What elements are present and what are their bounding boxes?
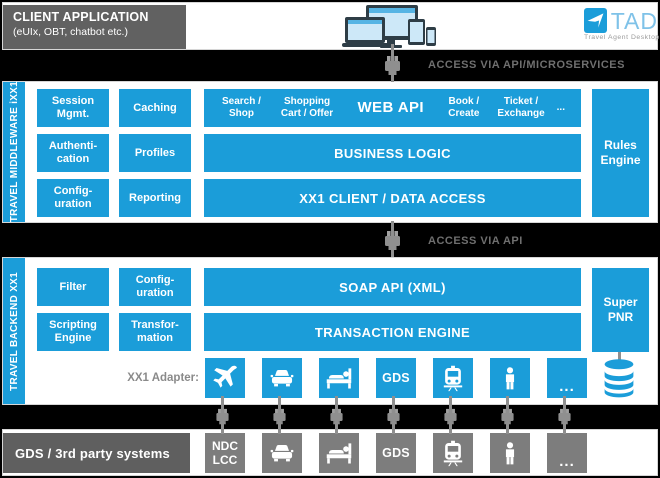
gds-third-party-title: GDS / 3rd party systems — [3, 433, 190, 473]
travel-middleware-layer: TRAVEL MIDDLEWARE iXX1 Session Mgmt. Cac… — [2, 81, 658, 223]
adapter-hotel — [319, 358, 359, 398]
pnr-db-connector-line — [618, 352, 621, 360]
devices-icon — [342, 5, 436, 48]
transformation-box: Transfor- mation — [119, 313, 191, 351]
plug-connector-icon — [558, 406, 571, 428]
xx1-adapter-label: XX1 Adapter: — [127, 372, 199, 384]
train-icon — [443, 365, 463, 392]
web-api-ellipsis: ... — [556, 101, 565, 113]
scripting-engine-box: Scripting Engine — [37, 313, 109, 351]
plane-icon — [213, 365, 237, 388]
car-icon — [270, 444, 294, 462]
filter-box: Filter — [37, 268, 109, 306]
tad-logo-text: TAD — [610, 7, 658, 34]
backend-sidebar: TRAVEL BACKEND XX1 — [3, 258, 25, 404]
soap-api-box: SOAP API (XML) — [204, 268, 581, 306]
system-gds-label: GDS — [382, 446, 410, 460]
system-hotel — [319, 433, 359, 473]
adapter-plane — [205, 358, 245, 398]
adapter-passenger — [490, 358, 530, 398]
bed-icon — [326, 443, 352, 464]
system-rail — [433, 433, 473, 473]
authentication-box: Authenti- cation — [37, 134, 109, 172]
plug-connector-icon — [216, 406, 229, 428]
system-ellipsis-label: ... — [559, 453, 575, 470]
client-application-layer: CLIENT APPLICATION (eUIx, OBT, chatbot e… — [2, 2, 660, 50]
system-passenger — [490, 433, 530, 473]
adapter-car — [262, 358, 302, 398]
plug-connector-icon — [385, 228, 400, 254]
access-api-label: ACCESS VIA API — [428, 235, 523, 247]
adapter-ellipsis-label: ... — [559, 378, 575, 395]
backend-configuration-box: Config- uration — [119, 268, 191, 306]
session-mgmt-box: Session Mgmt. — [37, 89, 109, 127]
ndc-lcc-label: NDC LCC — [212, 439, 238, 467]
configuration-box: Config- uration — [37, 179, 109, 217]
web-api-title: WEB API — [357, 98, 424, 116]
access-api-microservices-label: ACCESS VIA API/MICROSERVICES — [428, 59, 625, 71]
rules-engine-box: Rules Engine — [592, 89, 649, 217]
adapter-more: ... — [547, 358, 587, 398]
tad-logo: TAD Travel Agent Desktop — [584, 7, 660, 41]
client-application-subtitle: (eUIx, OBT, chatbot etc.) — [13, 26, 128, 38]
web-api-book-create: Book / Create — [448, 95, 480, 120]
adapter-gds: GDS — [376, 358, 416, 398]
reporting-box: Reporting — [119, 179, 191, 217]
web-api-shopping-cart: Shopping Cart / Offer — [280, 95, 334, 120]
adapter-gds-label: GDS — [382, 371, 410, 385]
web-api-ticket-exchange: Ticket / Exchange — [497, 95, 545, 120]
adapter-rail — [433, 358, 473, 398]
backend-sidebar-label: TRAVEL BACKEND XX1 — [8, 271, 20, 391]
caching-box: Caching — [119, 89, 191, 127]
system-gds: GDS — [376, 433, 416, 473]
transaction-engine-box: TRANSACTION ENGINE — [204, 313, 581, 351]
system-ndc-lcc: NDC LCC — [205, 433, 245, 473]
plug-connector-icon — [385, 53, 400, 79]
plug-connector-icon — [387, 406, 400, 428]
xx1-client-data-access-box: XX1 CLIENT / DATA ACCESS — [204, 179, 581, 217]
bed-icon — [326, 368, 352, 389]
super-pnr-box: Super PNR — [592, 268, 649, 352]
business-logic-box: BUSINESS LOGIC — [204, 134, 581, 172]
person-icon — [505, 442, 515, 465]
system-car — [262, 433, 302, 473]
system-more: ... — [547, 433, 587, 473]
plug-connector-icon — [444, 406, 457, 428]
web-api-search-shop: Search / Shop — [222, 95, 261, 120]
client-application-title: CLIENT APPLICATION — [13, 10, 149, 24]
plug-connector-icon — [330, 406, 343, 428]
middleware-sidebar: TRAVEL MIDDLEWARE iXX1 — [3, 81, 25, 223]
web-api-box: Search / Shop Shopping Cart / Offer WEB … — [204, 89, 581, 127]
database-icon — [604, 359, 634, 398]
gds-third-party-layer: GDS / 3rd party systems NDC LCC — [2, 429, 658, 476]
person-icon — [505, 367, 515, 390]
plug-connector-icon — [273, 406, 286, 428]
profiles-box: Profiles — [119, 134, 191, 172]
middleware-sidebar-label: TRAVEL MIDDLEWARE iXX1 — [8, 81, 20, 223]
client-application-box: CLIENT APPLICATION (eUIx, OBT, chatbot e… — [3, 5, 186, 49]
tad-logo-subtext: Travel Agent Desktop — [584, 34, 660, 41]
paper-plane-icon — [584, 8, 607, 33]
car-icon — [270, 369, 294, 387]
train-icon — [443, 440, 463, 467]
plug-connector-icon — [501, 406, 514, 428]
travel-backend-layer: TRAVEL BACKEND XX1 Filter Config- uratio… — [2, 257, 658, 405]
